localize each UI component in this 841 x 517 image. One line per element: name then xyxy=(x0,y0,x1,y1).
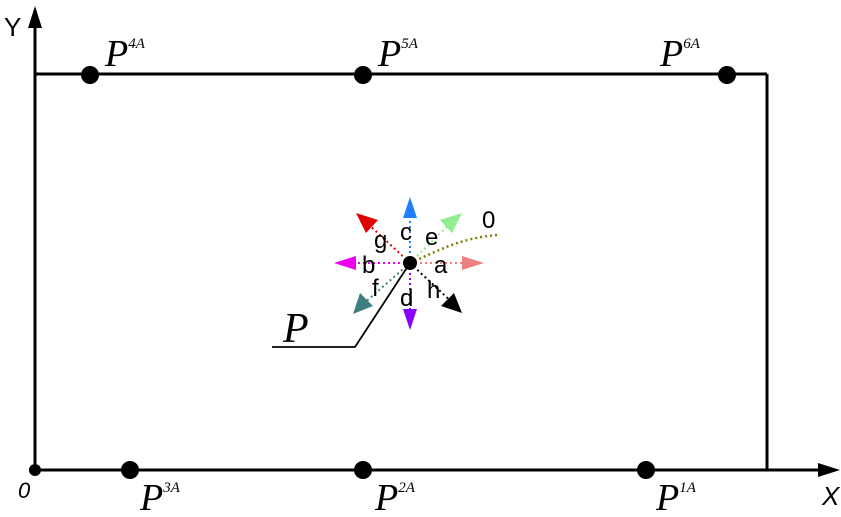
arrow-e xyxy=(440,213,462,233)
label-p2a: P2A xyxy=(374,477,416,517)
center-leader-line xyxy=(272,262,411,348)
label-p6a: P6A xyxy=(659,33,701,75)
dir-label-c: c xyxy=(400,219,412,246)
dir-label-f: f xyxy=(372,275,379,302)
dir-label-d: d xyxy=(400,285,413,312)
point-p2a xyxy=(354,461,372,479)
dir-label-b: b xyxy=(362,252,375,279)
dir-label-e: e xyxy=(425,224,438,251)
label-p5a: P5A xyxy=(377,33,419,75)
label-p3a: P3A xyxy=(139,477,181,517)
point-p6a xyxy=(718,66,736,84)
dir-label-a: a xyxy=(434,252,448,279)
ray-g xyxy=(365,221,411,264)
label-p1a: P1A xyxy=(655,477,697,517)
workspace-frame xyxy=(35,72,769,470)
label-p4a: P4A xyxy=(104,33,146,75)
dir-label-g: g xyxy=(374,227,387,254)
dir-label-zero: 0 xyxy=(482,207,495,234)
point-p1a xyxy=(637,461,655,479)
center-label-p: P xyxy=(282,306,309,352)
x-axis xyxy=(35,463,840,477)
dir-label-h: h xyxy=(427,277,440,304)
ray-h xyxy=(409,262,456,306)
origin-label: 0 xyxy=(18,478,31,503)
arrow-a xyxy=(462,256,484,270)
arrow-b xyxy=(334,256,356,270)
x-axis-label: X xyxy=(821,481,841,511)
arrow-f xyxy=(353,293,373,314)
point-p3a xyxy=(121,461,139,479)
ray-zero xyxy=(409,233,499,265)
point-p5a xyxy=(354,66,372,84)
direction-rosette: a b c d e f g h 0 xyxy=(334,197,499,330)
arrow-g xyxy=(356,213,378,233)
ray-f xyxy=(361,262,411,306)
y-axis-label: Y xyxy=(4,12,21,42)
y-axis xyxy=(28,6,42,470)
arrow-h xyxy=(441,293,462,313)
arrow-d xyxy=(403,309,417,330)
point-p4a xyxy=(81,66,99,84)
origin-point xyxy=(29,464,41,476)
arrow-c xyxy=(403,197,417,218)
